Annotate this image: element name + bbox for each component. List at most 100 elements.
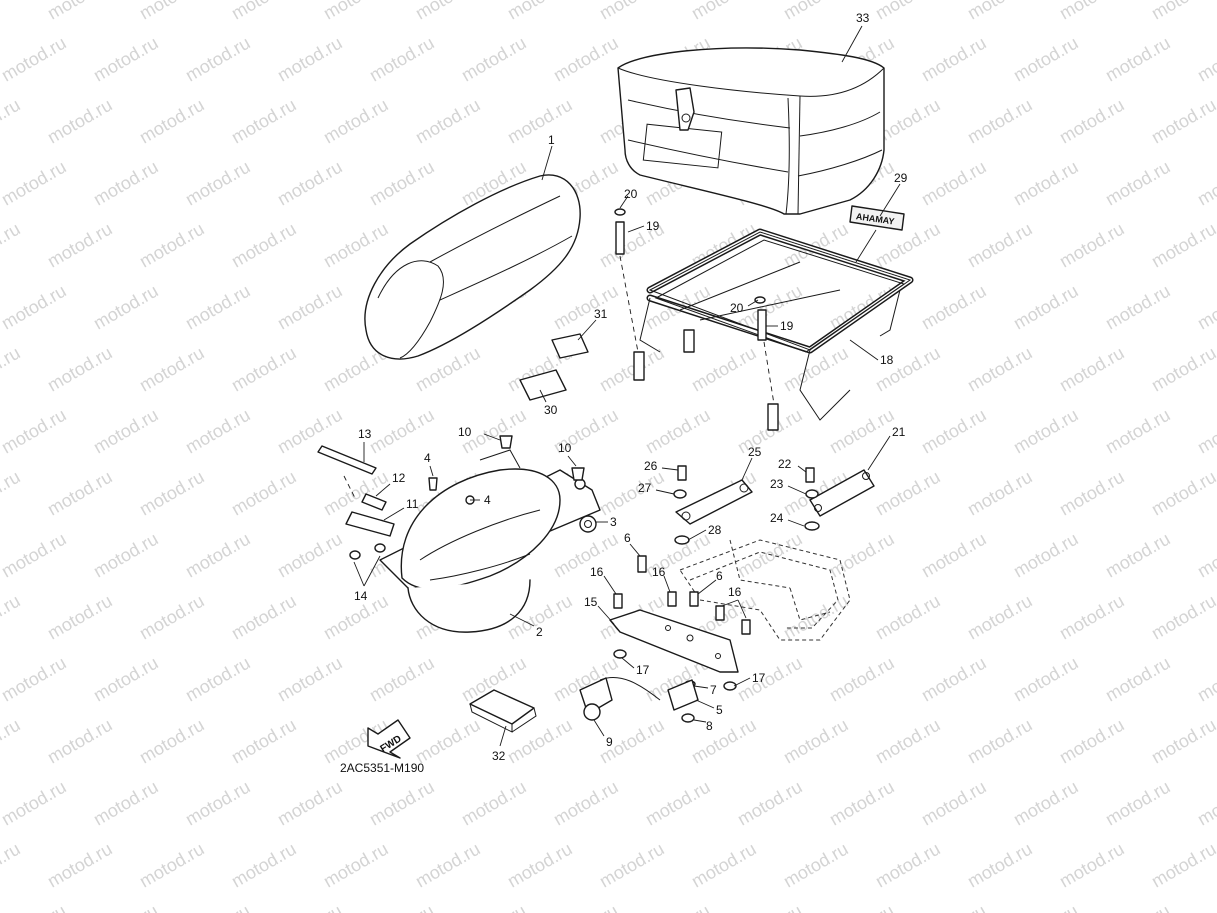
watermark-text: motod.ru [780, 0, 852, 23]
watermark-text: motod.ru [0, 343, 24, 396]
box-screws [428, 435, 585, 491]
watermark-text: motod.ru [1148, 839, 1217, 892]
watermark-text: motod.ru [872, 467, 944, 520]
watermark-text: motod.ru [1194, 901, 1217, 913]
watermark-text: motod.ru [44, 219, 116, 272]
watermark-text: motod.ru [826, 901, 898, 913]
watermark-text: motod.ru [136, 0, 208, 23]
watermark-text: motod.ru [964, 715, 1036, 768]
callout-30: 30 [544, 403, 558, 417]
callout-8: 8 [706, 719, 713, 733]
watermark-text: motod.ru [182, 777, 254, 830]
watermark-text: motod.ru [90, 281, 162, 334]
watermark-text: motod.ru [1148, 467, 1217, 520]
label-sheets [519, 333, 589, 401]
watermark-text: motod.ru [1194, 281, 1217, 334]
watermark-text: motod.ru [872, 839, 944, 892]
watermark-text: motod.ru [0, 777, 70, 830]
callout-6: 6 [624, 531, 631, 545]
callout-32: 32 [492, 749, 506, 763]
watermark-text: motod.ru [412, 839, 484, 892]
watermark-text: motod.ru [320, 839, 392, 892]
watermark-text: motod.ru [964, 343, 1036, 396]
watermark-text: motod.ru [458, 901, 530, 913]
watermark-text: motod.ru [228, 467, 300, 520]
watermark-text: motod.ru [136, 591, 208, 644]
watermark-text: motod.ru [136, 95, 208, 148]
watermark-text: motod.ru [182, 33, 254, 86]
callout-13: 13 [358, 427, 372, 441]
watermark-text: motod.ru [90, 405, 162, 458]
watermark-text: motod.ru [1010, 777, 1082, 830]
watermark-text: motod.ru [918, 157, 990, 210]
watermark-text: motod.ru [688, 0, 760, 23]
plate-bolts [613, 555, 751, 635]
callout-16-c: 16 [728, 585, 742, 599]
watermark-text: motod.ru [320, 467, 392, 520]
watermark-text: motod.ru [1010, 901, 1082, 913]
watermark-text: motod.ru [642, 901, 714, 913]
watermark-text: motod.ru [0, 33, 70, 86]
watermark-text: motod.ru [90, 777, 162, 830]
watermark-text: motod.ru [872, 591, 944, 644]
callout-25: 25 [748, 445, 762, 459]
carrier-bolts [614, 208, 775, 405]
watermark-text: motod.ru [0, 839, 24, 892]
diagram-code: 2AC5351-M190 [340, 761, 424, 775]
watermark-text: motod.ru [504, 95, 576, 148]
rear-carrier [633, 228, 914, 431]
watermark-text: motod.ru [228, 0, 300, 23]
watermark-text: motod.ru [688, 715, 760, 768]
watermark-text: motod.ru [826, 653, 898, 706]
callout-28: 28 [708, 523, 722, 537]
watermark-text: motod.ru [1102, 33, 1174, 86]
watermark-text: motod.ru [1056, 0, 1128, 23]
watermark-text: motod.ru [918, 405, 990, 458]
top-case-bag [617, 47, 885, 215]
watermark-text: motod.ru [1056, 219, 1128, 272]
watermark-text: motod.ru [596, 839, 668, 892]
watermark-text: motod.ru [1010, 405, 1082, 458]
watermark-text: motod.ru [1010, 281, 1082, 334]
watermark-text: motod.ru [320, 219, 392, 272]
watermark-text: motod.ru [1102, 653, 1174, 706]
callout-1: 1 [548, 133, 555, 147]
callout-16-b: 16 [652, 565, 666, 579]
watermark-text: motod.ru [44, 591, 116, 644]
watermark-text: motod.ru [274, 157, 346, 210]
watermark-text: motod.ru [1148, 219, 1217, 272]
watermark-text: motod.ru [918, 901, 990, 913]
watermark-text: motod.ru [274, 33, 346, 86]
watermark-text: motod.ru [550, 901, 622, 913]
watermark-text: motod.ru [1010, 529, 1082, 582]
watermark-text: motod.ru [1148, 591, 1217, 644]
watermark-text: motod.ru [0, 529, 70, 582]
callout-14: 14 [354, 589, 368, 603]
watermark-text: motod.ru [182, 901, 254, 913]
watermark-text: motod.ru [136, 467, 208, 520]
callout-5: 5 [716, 703, 723, 717]
watermark-text: motod.ru [44, 95, 116, 148]
callout-19-b: 19 [780, 319, 794, 333]
callout-4: 4 [424, 451, 431, 465]
watermark-text: motod.ru [1056, 591, 1128, 644]
watermark-text: motod.ru [826, 529, 898, 582]
watermark-text: motod.ru [780, 839, 852, 892]
watermark-text: motod.ru [136, 343, 208, 396]
watermark-text: motod.ru [1194, 653, 1217, 706]
callout-17-b: 17 [752, 671, 766, 685]
watermark-text: motod.ru [182, 157, 254, 210]
callout-7: 7 [710, 683, 717, 697]
watermark-text: motod.ru [366, 901, 438, 913]
watermark-text: motod.ru [1194, 777, 1217, 830]
watermark-text: motod.ru [550, 777, 622, 830]
callout-17: 17 [636, 663, 650, 677]
watermark-text: motod.ru [228, 715, 300, 768]
watermark-text: motod.ru [228, 343, 300, 396]
watermark-text: motod.ru [550, 33, 622, 86]
watermark-text: motod.ru [458, 33, 530, 86]
watermark-text: motod.ru [964, 467, 1036, 520]
watermark-text: motod.ru [182, 405, 254, 458]
callout-33: 33 [856, 11, 870, 25]
